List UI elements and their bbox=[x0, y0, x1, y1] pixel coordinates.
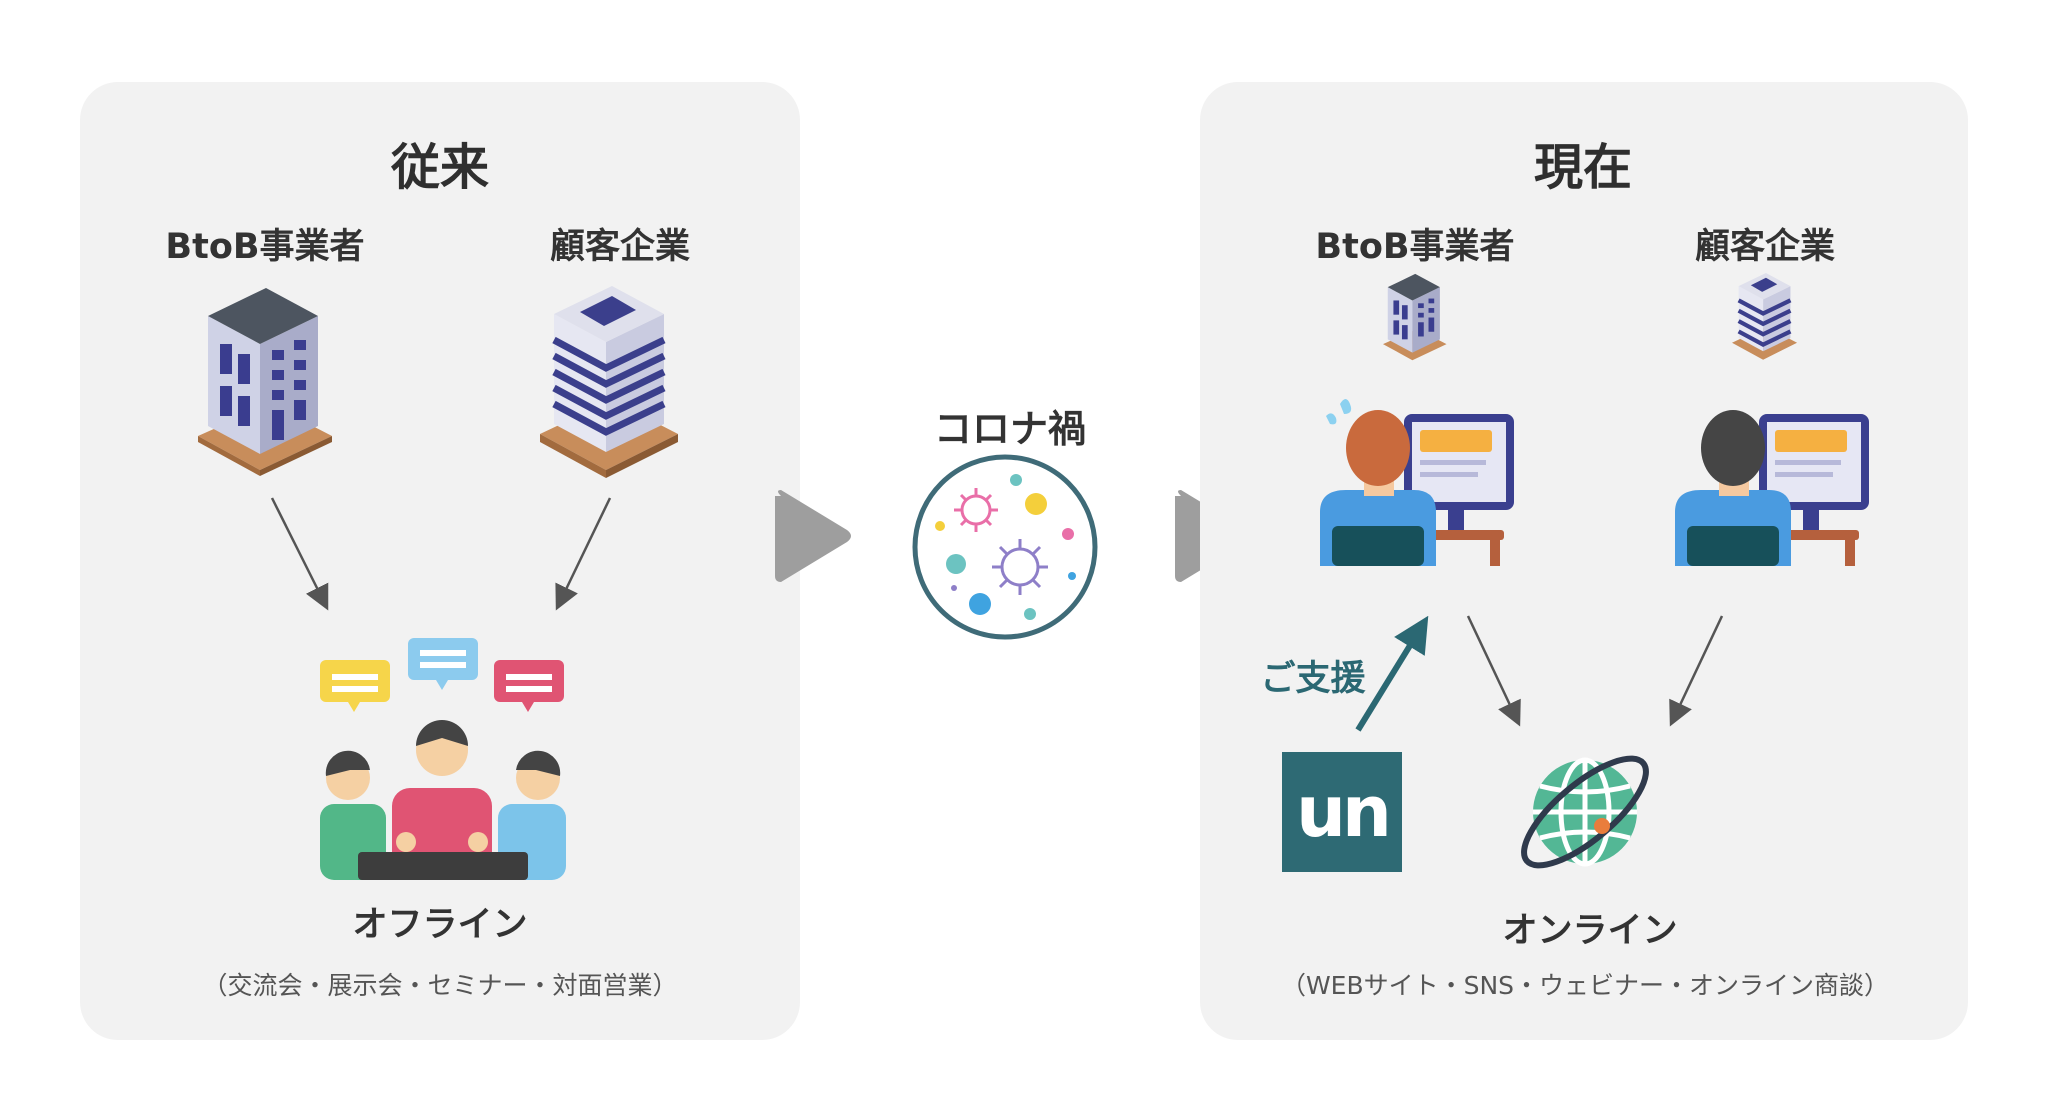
computer-worker-icon bbox=[1320, 399, 1514, 566]
computer-worker-icon bbox=[1675, 410, 1869, 566]
before-mode-label: オフライン bbox=[352, 905, 528, 945]
striped-building-icon bbox=[1732, 272, 1798, 360]
support-label: ご支援 bbox=[1260, 659, 1366, 699]
after-vendor-label: BtoB事業者 bbox=[1315, 227, 1515, 267]
meeting-people-icon bbox=[320, 638, 566, 880]
before-panel bbox=[80, 82, 800, 1040]
company-logo: un bbox=[1282, 752, 1402, 872]
after-title: 現在 bbox=[1533, 139, 1632, 196]
globe-icon bbox=[1521, 755, 1649, 869]
office-building-icon bbox=[1383, 273, 1447, 361]
virus-icon bbox=[912, 454, 1098, 640]
after-client-label: 顧客企業 bbox=[1694, 227, 1835, 267]
after-mode-label: オンライン bbox=[1502, 911, 1678, 951]
middle-label: コロナ禍 bbox=[933, 407, 1086, 451]
after-arrows bbox=[1355, 615, 1724, 732]
before-title: 従来 bbox=[390, 139, 489, 196]
striped-building-icon bbox=[540, 286, 678, 478]
office-building-icon bbox=[198, 288, 332, 476]
before-client-label: 顧客企業 bbox=[549, 227, 690, 267]
after-mode-detail: （WEBサイト・SNS・ウェビナー・オンライン商談） bbox=[1280, 971, 1890, 1000]
before-mode-detail: （交流会・展示会・セミナー・対面営業） bbox=[202, 971, 678, 1000]
logo-text: un bbox=[1296, 771, 1392, 853]
before-vendor-label: BtoB事業者 bbox=[165, 227, 365, 267]
flow-arrow-left bbox=[775, 490, 851, 582]
before-arrows bbox=[270, 497, 612, 611]
